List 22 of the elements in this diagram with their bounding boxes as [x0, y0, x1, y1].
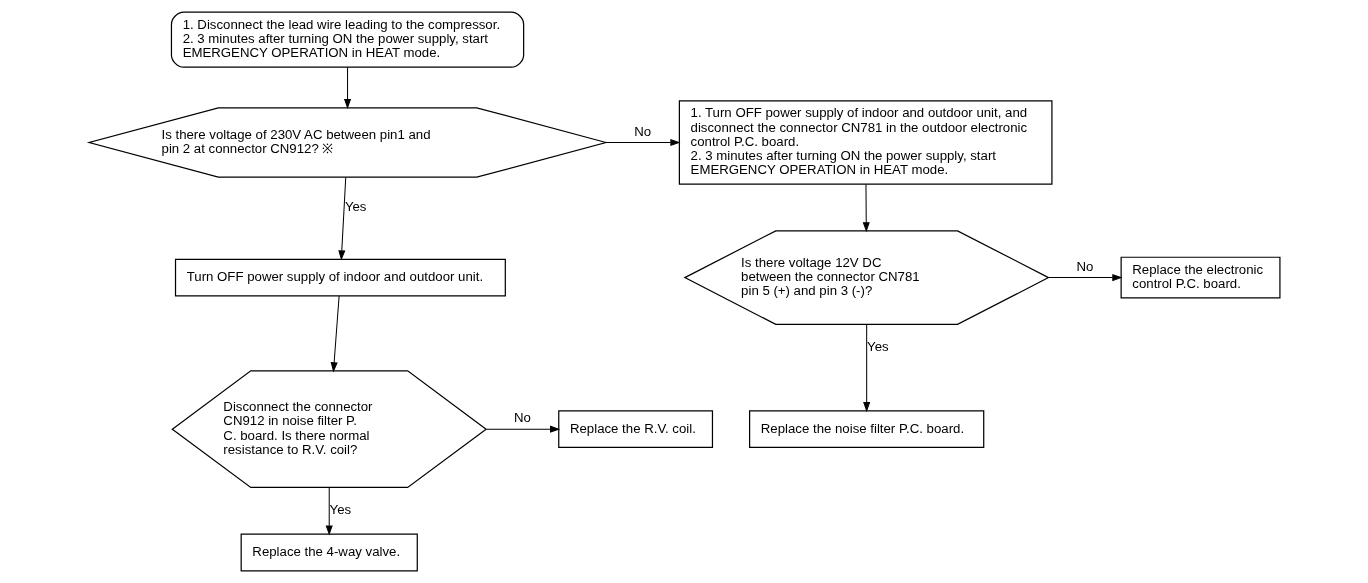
edge-label: Yes — [344, 199, 366, 215]
arrow — [330, 295, 340, 373]
arrow — [862, 184, 870, 233]
edge-label: No — [1075, 258, 1093, 274]
node-box: Replace the noise filter P.C. board. — [748, 410, 984, 449]
node-box: Turn OFF power supply of indoor and outdoor unit. — [174, 258, 506, 297]
arrow — [1047, 274, 1122, 282]
node-box: 1. Turn OFF power supply of indoor and outdoor unit, and disconnect the connector CN781 in the outdoor electronic control P.C. board. 2. 3 minutes after turning ON the power supply, start EMERGENCY OPERATION in HEAT mode. — [678, 100, 1053, 185]
edge-label: Yes — [866, 339, 889, 355]
arrow — [862, 323, 870, 413]
arrow — [325, 487, 333, 536]
node-box: Replace the R.V. coil. — [557, 410, 713, 449]
arrow — [343, 66, 351, 110]
arrow — [605, 138, 681, 147]
edge-label: No — [513, 410, 531, 426]
edge-label: No — [633, 123, 651, 139]
arrow — [337, 176, 346, 261]
arrow — [485, 425, 560, 433]
node-box: Replace the 4-way valve. — [240, 533, 418, 572]
edge-label: Yes — [329, 502, 351, 518]
node-box: 1. Disconnect the lead wire leading to the compressor. 2. 3 minutes after turning ON the power supply, start EMERGENCY OPERATION in HEAT mode. — [170, 11, 524, 68]
node-box: Replace the electronic control P.C. board. — [1120, 256, 1281, 299]
